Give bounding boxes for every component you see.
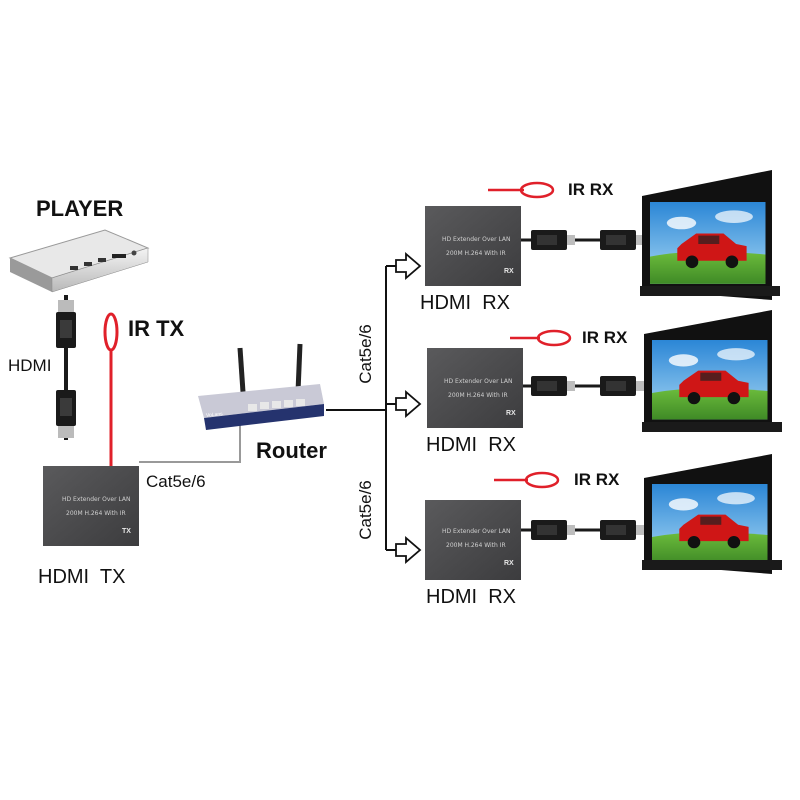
tx-router-link <box>139 422 241 463</box>
rx-box-2-line1: HD Extender Over LAN <box>444 378 513 385</box>
tx-box-line1: HD Extender Over LAN <box>62 496 131 503</box>
ir-rx-label-1: IR RX <box>568 180 614 199</box>
ir-rx-label-3: IR RX <box>574 470 620 489</box>
tv-3 <box>642 454 782 574</box>
arrow-rx-1 <box>386 252 422 280</box>
rx-box-3-line2: 200M H.264 With IR <box>446 542 506 549</box>
rx-box-1-line1: HD Extender Over LAN <box>442 236 511 243</box>
trunk-label-upper: Cat5e/6 <box>356 324 375 384</box>
rx-box-3-tag: RX <box>504 560 514 567</box>
rx-box-1 <box>425 206 521 286</box>
tx-box-tag: TX <box>122 528 131 535</box>
arrow-rx-2 <box>386 390 422 418</box>
tv-2 <box>642 310 782 432</box>
tx-router-link-label: Cat5e/6 <box>146 472 206 491</box>
arrow-rx-3 <box>386 536 422 564</box>
rx-box-2-tag: RX <box>506 410 516 417</box>
player-device <box>8 229 150 293</box>
player-title: PLAYER <box>36 196 124 221</box>
rx-row-2 <box>427 310 782 432</box>
rx-row-3 <box>425 454 782 580</box>
player-hdmi-cable <box>56 295 76 440</box>
hdmi-tx-box <box>43 466 139 546</box>
trunk-label-lower: Cat5e/6 <box>356 480 375 540</box>
hdmi-rx-caption-2: HDMI RX <box>426 434 516 456</box>
tx-box-line2: 200M H.264 With IR <box>66 510 126 517</box>
ir-tx-label: IR TX <box>128 316 185 341</box>
tv-1 <box>640 170 780 300</box>
hdmi-cable-label: HDMI <box>8 356 52 375</box>
hdmi-rx-caption-3: HDMI RX <box>426 586 516 608</box>
rx-box-3-line1: HD Extender Over LAN <box>442 528 511 535</box>
ir-rx-label-2: IR RX <box>582 328 628 347</box>
rx-box-1-line2: 200M H.264 With IR <box>446 250 506 257</box>
rx-box-2 <box>427 348 523 428</box>
network-trunk <box>326 266 387 550</box>
rx-row-1 <box>425 170 780 300</box>
rx-box-3 <box>425 500 521 580</box>
hdmi-tx-caption: HDMI TX <box>38 566 126 588</box>
rx-box-1-tag: RX <box>504 268 514 275</box>
ir-tx-cable <box>103 312 119 466</box>
rx-box-2-line2: 200M H.264 With IR <box>448 392 508 399</box>
hdmi-rx-caption-1: HDMI RX <box>420 292 510 314</box>
router-device <box>198 343 324 430</box>
router-label: Router <box>256 438 327 463</box>
